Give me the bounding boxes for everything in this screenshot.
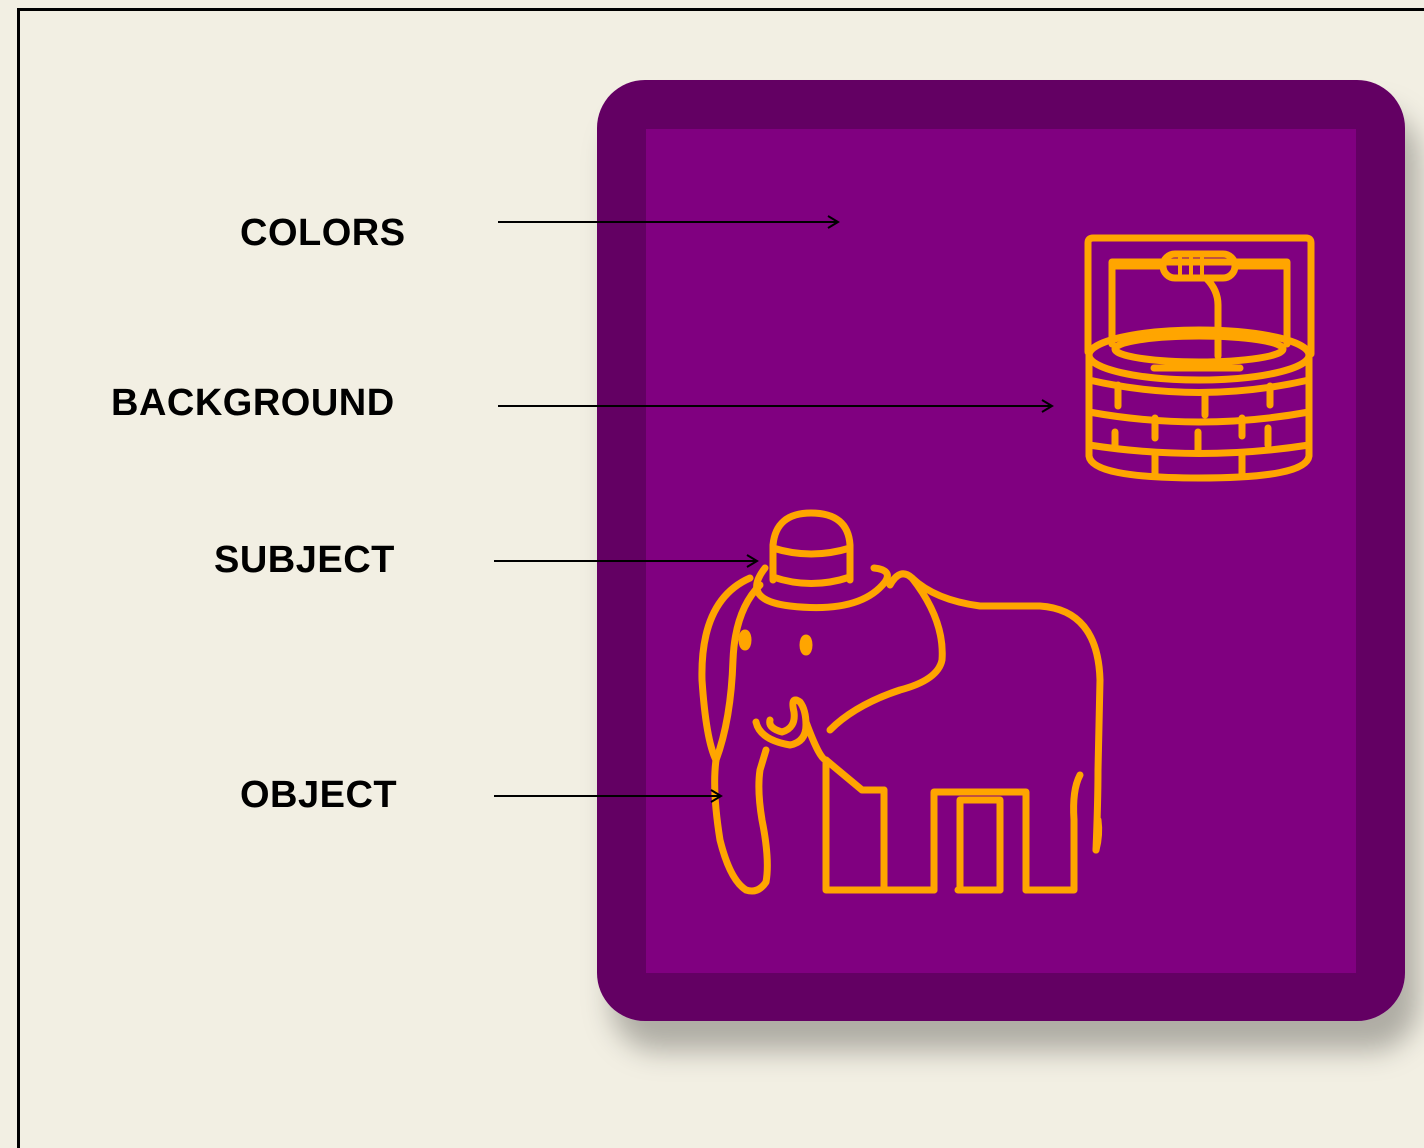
- diagram-canvas: [0, 0, 1424, 1133]
